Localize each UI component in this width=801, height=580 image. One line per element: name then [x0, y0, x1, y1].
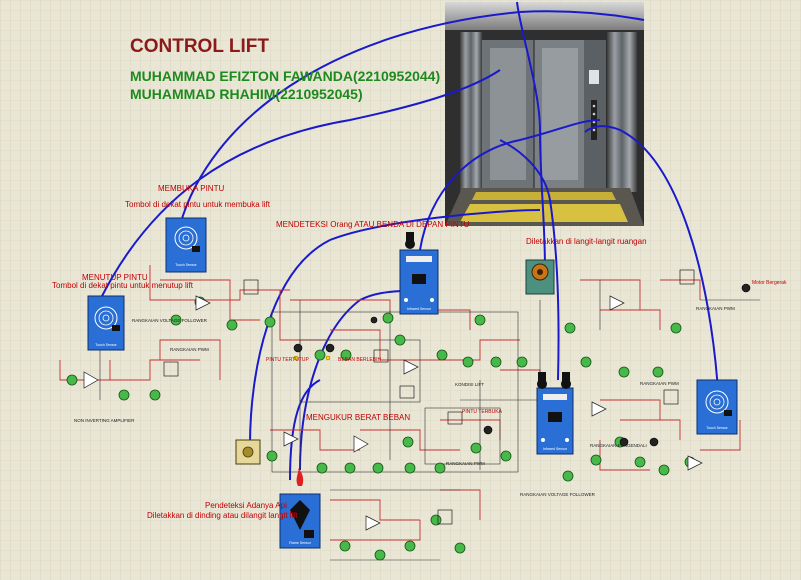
touch-sensor-top: Touch Sensor — [165, 217, 207, 273]
infrared-sensor-center: Infrared Sensor — [399, 232, 439, 315]
label-diletakkan-langit: Diletakkan di langit-langit ruangan — [526, 237, 647, 246]
label-mendeteksi: MENDETEKSI Orang ATAU BENDA DI DEPAN PIN… — [276, 220, 470, 229]
label-membuka-pintu: MEMBUKA PINTU — [158, 184, 225, 193]
label-motor-bergerak: Motor Bergerak — [752, 280, 787, 286]
author-1: MUHAMMAD EFIZTON FAWANDA(2210952044) — [130, 68, 441, 84]
label-pwm-3: RANGKAIAN PWM — [640, 381, 679, 386]
elevator-photo — [445, 2, 644, 226]
svg-text:Infrared Sensor: Infrared Sensor — [407, 307, 432, 311]
label-voltage-follower-2: RANGKAIAN VOLTAGE FOLLOWER — [520, 492, 595, 497]
svg-text:Infrared Sensor: Infrared Sensor — [543, 447, 568, 451]
label-pengendali: RANGKAIAN PENGENDALI — [590, 443, 647, 448]
label-menutup-pintu: MENUTUP PINTU — [82, 273, 148, 282]
ceiling-detector — [525, 259, 555, 295]
dark-wires — [99, 280, 760, 561]
touch-sensor-left: Touch Sensor — [87, 295, 125, 351]
blue-wires — [99, 1, 719, 481]
svg-text:Flame Sensor: Flame Sensor — [289, 541, 312, 545]
label-kondisi-lift: KONDISI LIFT — [455, 382, 485, 387]
label-pintu-tertutup: PINTU TERTUTUP — [266, 357, 309, 363]
op-amps — [83, 295, 703, 531]
label-pwm-4: RANGKAIAN PWM — [696, 306, 735, 311]
label-pwm-2: RANGKAIAN PWM — [446, 461, 485, 466]
label-pendeteksi-api: Pendeteksi Adanya Api — [205, 501, 287, 510]
touch-label-left: Touch Sensor — [95, 343, 117, 347]
label-voltage-follower-1: RANGKAIAN VOLTAGE FOLLOWER — [132, 318, 207, 323]
label-beban-berlebih: BEBAN BERLEBIH — [338, 357, 382, 363]
load-cell — [235, 439, 261, 465]
relays — [163, 269, 695, 525]
label-diletakkan-dinding: Diletakkan di dinding atau dilangit lang… — [147, 511, 298, 520]
flame-sensor: Flame Sensor — [279, 468, 321, 549]
svg-text:Touch Sensor: Touch Sensor — [706, 426, 728, 430]
label-tombol-buka: Tombol di dekat pintu untuk membuka lift — [125, 200, 270, 209]
svg-text:Touch Sensor: Touch Sensor — [175, 263, 197, 267]
label-mengukur-berat: MENGUKUR BERAT BEBAN — [306, 413, 411, 422]
infrared-sensor-right: Infrared Sensor — [536, 372, 574, 455]
page-title: CONTROL LIFT — [130, 36, 269, 57]
label-pintu-terbuka: PINTU TERBUKA — [462, 409, 502, 415]
label-pwm-1: RANGKAIAN PWM — [170, 347, 209, 352]
author-2: MUHAMMAD RHAHIM(2210952045) — [130, 86, 363, 102]
label-non-inverting: NON INVERTING AMPLIFIER — [74, 418, 135, 423]
touch-sensor-right: Touch Sensor — [696, 379, 738, 435]
label-tombol-tutup: Tombol di dekat pintu untuk menutup lift — [52, 281, 193, 290]
